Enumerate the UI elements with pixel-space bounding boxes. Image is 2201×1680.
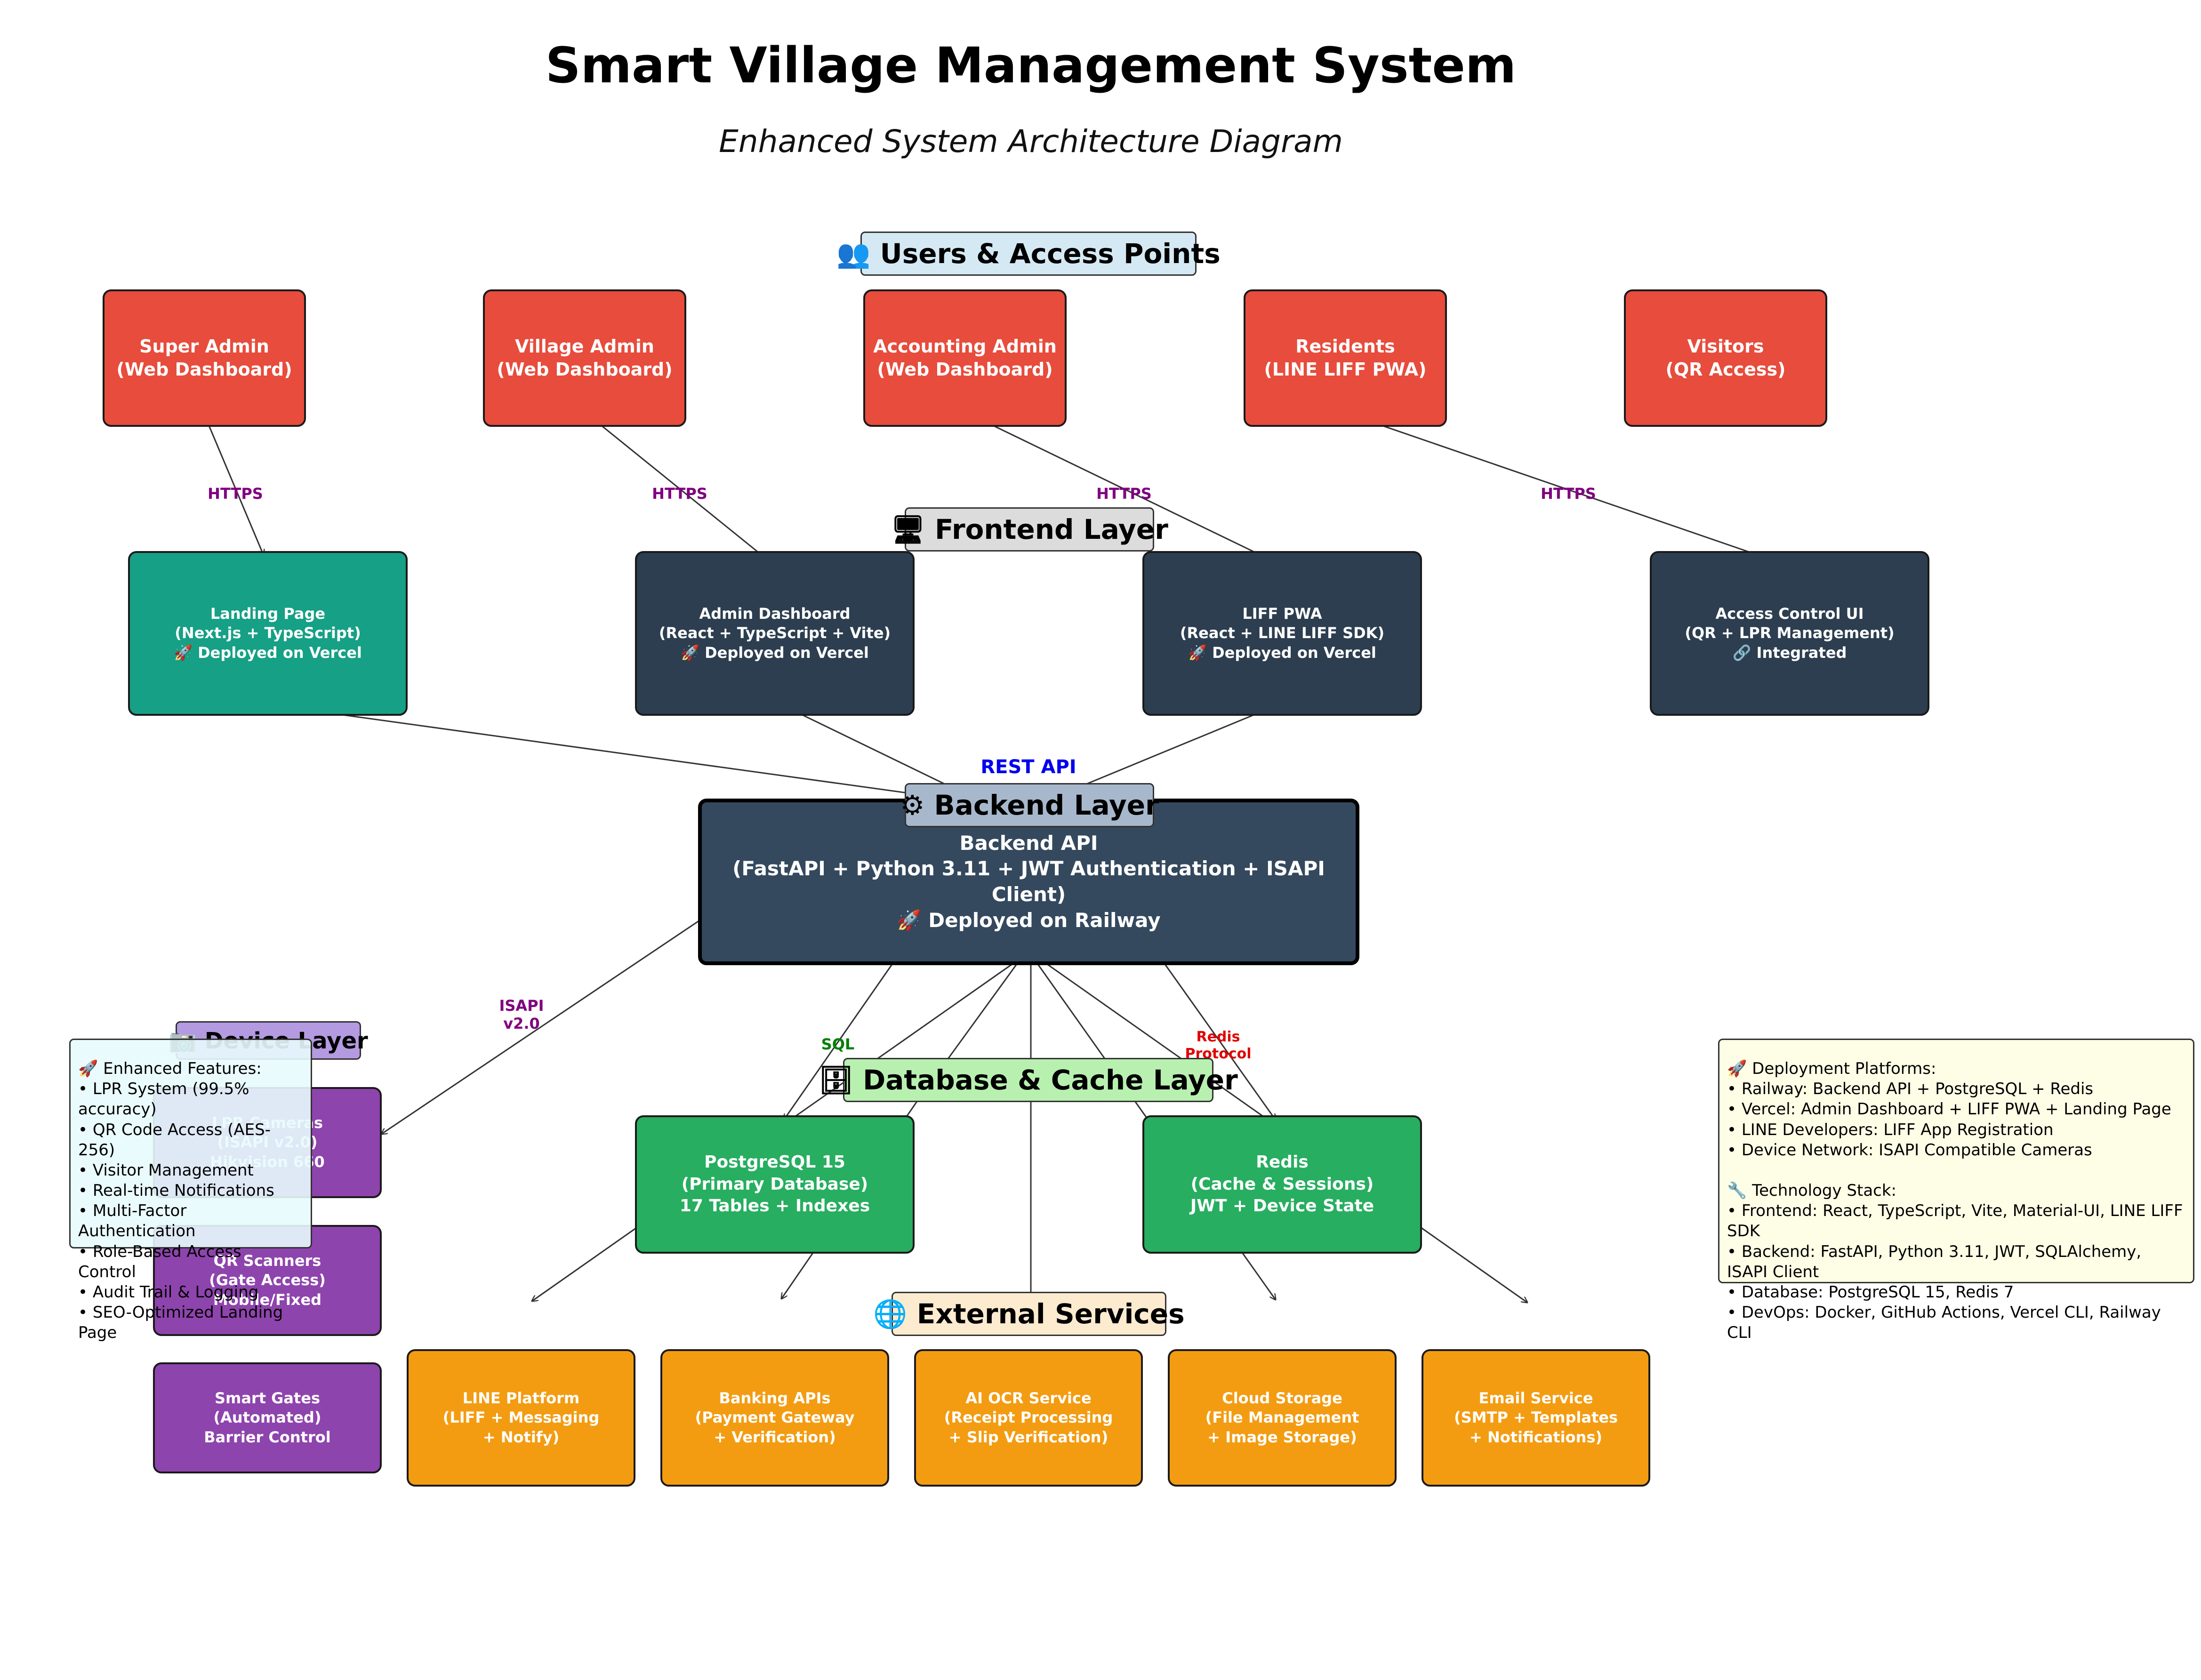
external-line-platform-label: LINE Platform (LIFF + Messaging + Notify… (442, 1389, 600, 1446)
deploy-line-7: • Frontend: React, TypeScript, Vite, Mat… (1727, 1201, 2188, 1241)
frontend-access-control-ui-label: Access Control UI (QR + LPR Management) … (1685, 604, 1895, 662)
layer-label-external: 🌐 External Services (873, 1292, 1185, 1336)
edge-village-admin-dashboard (593, 418, 765, 558)
diagram-title: Smart Village Management System (545, 37, 1517, 94)
edge-residents-access-ui (1355, 416, 1779, 562)
user-super-admin[interactable]: Super Admin (Web Dashboard) (103, 289, 306, 427)
deploy-line-6: 🔧 Technology Stack: (1727, 1181, 1896, 1200)
deploy-line-9: • Database: PostgreSQL 15, Redis 7 (1727, 1282, 2014, 1302)
https-label-4: HTTPS (1541, 485, 1596, 503)
user-accounting-admin[interactable]: Accounting Admin (Web Dashboard) (863, 289, 1067, 427)
edge-liff-backend (1059, 705, 1276, 796)
edge-accounting-admin-liff (974, 416, 1271, 560)
edge-super-admin-landing (206, 421, 264, 555)
frontend-access-control-ui[interactable]: Access Control UI (QR + LPR Management) … (1650, 551, 1929, 716)
features-line-8: • SEO-Optimized Landing Page (78, 1303, 288, 1343)
rest-api-label: REST API (980, 756, 1076, 778)
deployment-note: 🚀 Deployment Platforms: • Railway: Backe… (1718, 1039, 2194, 1342)
features-line-7: • Audit Trail & Logging (78, 1282, 259, 1302)
frontend-admin-dashboard-label: Admin Dashboard (React + TypeScript + Vi… (659, 604, 891, 662)
layer-label-backend: ⚙ Backend Layer (900, 783, 1159, 827)
database-redis-label: Redis (Cache & Sessions) JWT + Device St… (1190, 1152, 1374, 1216)
enhanced-features-note: 🚀 Enhanced Features: • LPR System (99.5%… (69, 1039, 312, 1342)
isapi-label: ISAPI v2.0 (499, 997, 544, 1033)
external-ai-ocr-service-label: AI OCR Service (Receipt Processing + Sli… (944, 1389, 1113, 1446)
edge-landing-backend (277, 705, 942, 799)
deploy-line-10: • DevOps: Docker, GitHub Actions, Vercel… (1727, 1303, 2166, 1343)
https-label-1: HTTPS (208, 485, 263, 503)
sql-label: SQL (821, 1035, 855, 1053)
external-banking-apis[interactable]: Banking APIs (Payment Gateway + Verifica… (660, 1349, 889, 1487)
user-super-admin-label: Super Admin (Web Dashboard) (116, 336, 292, 380)
features-line-3: • Visitor Management (78, 1160, 254, 1180)
database-redis[interactable]: Redis (Cache & Sessions) JWT + Device St… (1142, 1115, 1422, 1254)
backend-api-label: Backend API (FastAPI + Python 3.11 + JWT… (732, 831, 1325, 932)
deploy-line-5 (1727, 1160, 2185, 1181)
frontend-liff-pwa-label: LIFF PWA (React + LINE LIFF SDK) 🚀 Deplo… (1180, 604, 1385, 662)
layer-label-users: 👥 Users & Access Points (836, 232, 1221, 276)
frontend-admin-dashboard[interactable]: Admin Dashboard (React + TypeScript + Vi… (635, 551, 915, 716)
deploy-line-2: • Vercel: Admin Dashboard + LIFF PWA + L… (1727, 1100, 2171, 1119)
user-village-admin[interactable]: Village Admin (Web Dashboard) (483, 289, 686, 427)
user-village-admin-label: Village Admin (Web Dashboard) (497, 336, 673, 380)
layer-label-frontend: 🖥 Frontend Layer (891, 507, 1168, 552)
deploy-line-1: • Railway: Backend API + PostgreSQL + Re… (1727, 1080, 2094, 1099)
database-postgresql[interactable]: PostgreSQL 15 (Primary Database) 17 Tabl… (635, 1115, 915, 1254)
device-smart-gates[interactable]: Smart Gates (Automated) Barrier Control (153, 1362, 382, 1473)
features-line-5: • Multi-Factor Authentication (78, 1201, 196, 1241)
features-line-4: • Real-time Notifications (78, 1181, 274, 1200)
user-residents-label: Residents (LINE LIFF PWA) (1264, 336, 1427, 380)
user-residents[interactable]: Residents (LINE LIFF PWA) (1244, 289, 1447, 427)
database-postgresql-label: PostgreSQL 15 (Primary Database) 17 Tabl… (679, 1152, 870, 1216)
external-cloud-storage[interactable]: Cloud Storage (File Management + Image S… (1168, 1349, 1397, 1487)
layer-label-database: 🗄 Database & Cache Layer (819, 1058, 1238, 1102)
external-line-platform[interactable]: LINE Platform (LIFF + Messaging + Notify… (407, 1349, 635, 1487)
deploy-line-0: 🚀 Deployment Platforms: (1727, 1059, 1936, 1078)
features-line-6: • Role-Based Access Control (78, 1242, 247, 1281)
backend-api[interactable]: Backend API (FastAPI + Python 3.11 + JWT… (698, 799, 1359, 965)
edge-backend-redis (1159, 957, 1276, 1120)
features-line-0: 🚀 Enhanced Features: (78, 1059, 262, 1078)
external-ai-ocr-service[interactable]: AI OCR Service (Receipt Processing + Sli… (914, 1349, 1143, 1487)
device-qr-scanners-label: QR Scanners (Gate Access) Mobile/Fixed (209, 1251, 326, 1309)
edge-backend-postgres (784, 957, 898, 1120)
frontend-landing-page[interactable]: Landing Page (Next.js + TypeScript) 🚀 De… (128, 551, 408, 716)
external-email-service[interactable]: Email Service (SMTP + Templates + Notifi… (1422, 1349, 1650, 1487)
user-visitors[interactable]: Visitors (QR Access) (1624, 289, 1827, 427)
https-label-3: HTTPS (1096, 485, 1152, 503)
diagram-subtitle: Enhanced System Architecture Diagram (719, 123, 1343, 160)
deploy-line-8: • Backend: FastAPI, Python 3.11, JWT, SQ… (1727, 1242, 2147, 1281)
https-label-2: HTTPS (652, 485, 707, 503)
user-visitors-label: Visitors (QR Access) (1665, 336, 1786, 380)
features-line-1: • LPR System (99.5% accuracy) (78, 1080, 255, 1119)
edge-dashboard-backend (783, 705, 944, 784)
deploy-line-4: • Device Network: ISAPI Compatible Camer… (1727, 1140, 2092, 1160)
frontend-landing-page-label: Landing Page (Next.js + TypeScript) 🚀 De… (174, 604, 362, 662)
external-banking-apis-label: Banking APIs (Payment Gateway + Verifica… (695, 1389, 855, 1446)
edge-backend-lpr (381, 917, 704, 1134)
external-email-service-label: Email Service (SMTP + Templates + Notifi… (1454, 1389, 1618, 1446)
device-smart-gates-label: Smart Gates (Automated) Barrier Control (204, 1389, 331, 1446)
deploy-line-3: • LINE Developers: LIFF App Registration (1727, 1120, 2054, 1139)
frontend-liff-pwa[interactable]: LIFF PWA (React + LINE LIFF SDK) 🚀 Deplo… (1142, 551, 1422, 716)
external-cloud-storage-label: Cloud Storage (File Management + Image S… (1205, 1389, 1359, 1446)
features-line-2: • QR Code Access (AES-256) (78, 1120, 271, 1160)
user-accounting-admin-label: Accounting Admin (Web Dashboard) (873, 336, 1057, 380)
